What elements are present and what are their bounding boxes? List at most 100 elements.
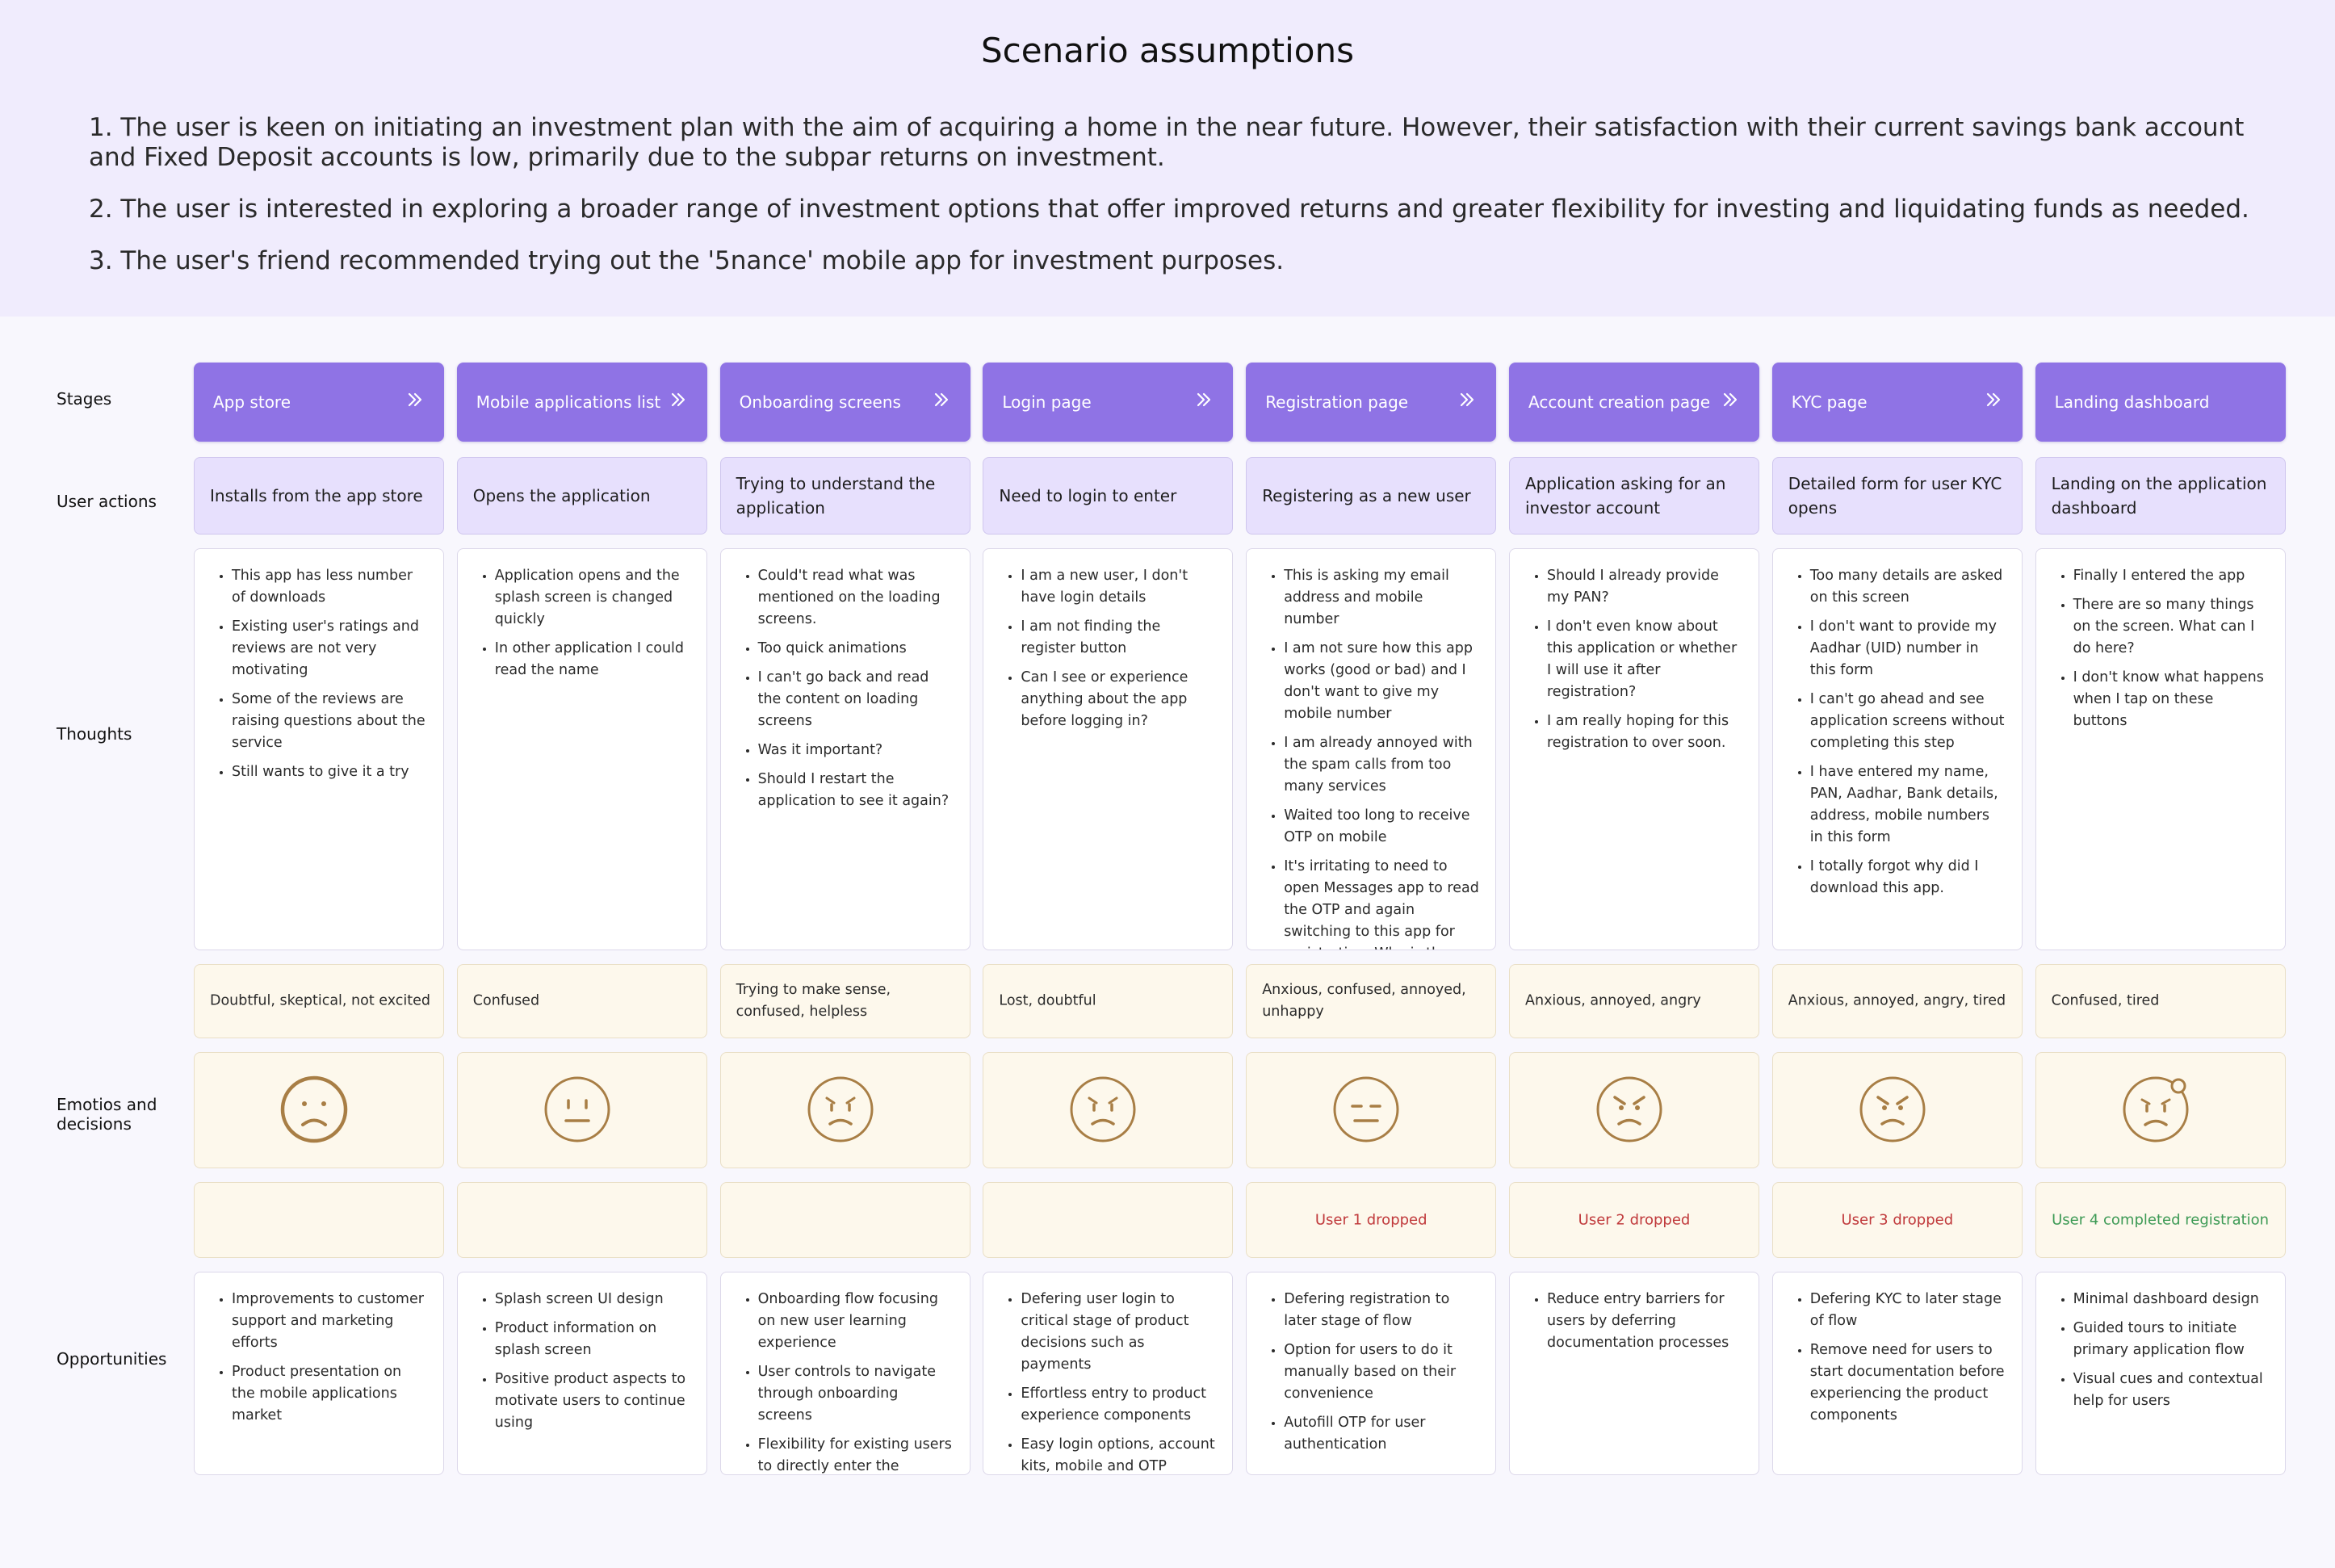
- stage-3[interactable]: Onboarding screens: [719, 363, 970, 442]
- angry-face-icon: [1596, 1076, 1662, 1142]
- thoughts-list: Could't read what was mentioned on the l…: [721, 565, 970, 820]
- list-item: Waited too long to receive OTP on mobile: [1284, 805, 1479, 849]
- scenario-header: Scenario assumptions 1. The user is keen…: [0, 0, 2335, 317]
- list-item: It's irritating to need to open Messages…: [1284, 856, 1479, 950]
- stage-label: Login page: [1002, 392, 1092, 412]
- decision-status-card: User 1 dropped: [1246, 1182, 1497, 1258]
- row-label-thoughts: Thoughts: [57, 724, 132, 744]
- stage-4[interactable]: Login page: [983, 363, 1234, 442]
- thoughts-card: I am a new user, I don't have login deta…: [983, 548, 1234, 950]
- list-item: I don't want to provide my Aadhar (UID) …: [1810, 616, 2006, 681]
- stage-label: KYC page: [1791, 392, 1868, 412]
- list-item: I don't know what happens when I tap on …: [2073, 667, 2269, 732]
- list-item: I am not sure how this app works (good o…: [1284, 638, 1479, 725]
- double-chevron-right-icon: [671, 392, 685, 407]
- thoughts-list: I am a new user, I don't have login deta…: [983, 565, 1232, 740]
- decision-status-card: [983, 1182, 1234, 1258]
- list-item: This app has less number of downloads: [232, 565, 427, 609]
- thoughts-card: Should I already provide my PAN?I don't …: [1509, 548, 1759, 950]
- list-item: Improvements to customer support and mar…: [232, 1289, 427, 1354]
- stage-label: Mobile applications list: [476, 392, 661, 412]
- stage-8[interactable]: Landing dashboard: [2035, 363, 2286, 442]
- list-item: Existing user's ratings and reviews are …: [232, 616, 427, 681]
- list-item: I can't go back and read the content on …: [758, 667, 954, 732]
- emotion-face-card: [719, 1052, 970, 1168]
- user-action-card: Opens the application: [456, 457, 707, 535]
- list-item: Too quick animations: [758, 638, 954, 660]
- stage-label: Onboarding screens: [739, 392, 901, 412]
- assumption-item: 2. The user is interested in exploring a…: [89, 195, 2249, 224]
- stage-label: Account creation page: [1528, 392, 1711, 412]
- list-item: Still wants to give it a try: [232, 761, 427, 783]
- double-chevron-right-icon: [1723, 392, 1738, 407]
- user-action-card: Registering as a new user: [1246, 457, 1497, 535]
- decision-status-text: User 4 completed registration: [2052, 1211, 2270, 1229]
- thoughts-card: Finally I entered the appThere are so ma…: [2035, 548, 2286, 950]
- opportunities-card: Improvements to customer support and mar…: [194, 1272, 444, 1475]
- emotion-card: Trying to make sense, confused, helpless: [719, 964, 970, 1038]
- angry-face-icon: [1859, 1076, 1926, 1142]
- neutral-face-icon: [544, 1076, 610, 1142]
- emotion-text: Doubtful, skeptical, not excited: [210, 992, 430, 1009]
- stage-7[interactable]: KYC page: [1771, 363, 2023, 442]
- thoughts-card: This is asking my email address and mobi…: [1246, 548, 1497, 950]
- list-item: There are so many things on the screen. …: [2073, 594, 2269, 660]
- thoughts-list: Application opens and the splash screen …: [458, 565, 706, 689]
- list-item: I am not finding the register button: [1021, 616, 1216, 660]
- stage-1[interactable]: App store: [194, 363, 444, 442]
- sweat-face-icon: [2123, 1076, 2189, 1142]
- opportunities-card: Defering registration to later stage of …: [1246, 1272, 1497, 1475]
- double-chevron-right-icon: [1461, 392, 1474, 407]
- row-label-emotions: Emotios and decisions: [57, 1095, 157, 1134]
- user-action-text: Installs from the app store: [210, 486, 423, 505]
- assumptions-list: 1. The user is keen on initiating an inv…: [89, 113, 2253, 298]
- sad-face-icon: [280, 1075, 348, 1143]
- user-action-text: Detailed form for user KYC opens: [1788, 474, 2002, 518]
- row-label-stages: Stages: [57, 389, 112, 409]
- decision-status-text: User 2 dropped: [1578, 1211, 1691, 1229]
- user-action-text: Opens the application: [472, 486, 651, 505]
- stage-5[interactable]: Registration page: [1246, 363, 1497, 442]
- list-item: Effortless entry to product experience c…: [1021, 1383, 1216, 1427]
- emotion-face-card: [2035, 1052, 2286, 1168]
- row-label-opportunities: Opportunities: [57, 1349, 167, 1369]
- list-item: Easy login options, account kits, mobile…: [1021, 1434, 1216, 1474]
- list-item: Can I see or experience anything about t…: [1021, 667, 1216, 732]
- list-item: I have entered my name, PAN, Aadhar, Ban…: [1810, 761, 2006, 849]
- opportunities-list: Minimal dashboard designGuided tours to …: [2036, 1289, 2285, 1419]
- user-action-text: Trying to understand the application: [736, 474, 936, 518]
- decision-status-card: [456, 1182, 707, 1258]
- thoughts-list: Should I already provide my PAN?I don't …: [1510, 565, 1759, 761]
- opportunities-card: Defering KYC to later stage of flowRemov…: [1771, 1272, 2023, 1475]
- list-item: Splash screen UI design: [495, 1289, 690, 1310]
- assumption-item: 3. The user's friend recommended trying …: [89, 246, 1285, 275]
- list-item: Guided tours to initiate primary applica…: [2073, 1318, 2269, 1361]
- emotion-face-card: [194, 1052, 444, 1168]
- user-action-card: Detailed form for user KYC opens: [1771, 457, 2023, 535]
- list-item: I totally forgot why did I download this…: [1810, 856, 2006, 899]
- list-item: Finally I entered the app: [2073, 565, 2269, 587]
- list-item: Visual cues and contextual help for user…: [2073, 1369, 2269, 1412]
- stage-6[interactable]: Account creation page: [1509, 363, 1759, 442]
- decision-status-text: User 1 dropped: [1314, 1211, 1427, 1229]
- opportunities-list: Defering user login to critical stage of…: [983, 1289, 1232, 1474]
- list-item: Defering user login to critical stage of…: [1021, 1289, 1216, 1376]
- opportunities-card: Splash screen UI designProduct informati…: [456, 1272, 707, 1475]
- list-item: Reduce entry barriers for users by defer…: [1547, 1289, 1742, 1354]
- emotion-face-card: [1246, 1052, 1497, 1168]
- list-item: Minimal dashboard design: [2073, 1289, 2269, 1310]
- thoughts-list: Too many details are asked on this scree…: [1773, 565, 2022, 907]
- stage-2[interactable]: Mobile applications list: [456, 363, 707, 442]
- list-item: This is asking my email address and mobi…: [1284, 565, 1479, 631]
- emotion-card: Anxious, annoyed, angry, tired: [1771, 964, 2023, 1038]
- opportunities-list: Improvements to customer support and mar…: [195, 1289, 443, 1434]
- emotion-face-card: [983, 1052, 1234, 1168]
- decision-status-card: [194, 1182, 444, 1258]
- emotion-text: Confused, tired: [2051, 992, 2160, 1009]
- thoughts-list: This app has less number of downloadsExi…: [195, 565, 443, 790]
- emotion-card: Confused: [456, 964, 707, 1038]
- list-item: I am already annoyed with the spam calls…: [1284, 732, 1479, 798]
- list-item: Too many details are asked on this scree…: [1810, 565, 2006, 609]
- list-item: Positive product aspects to motivate use…: [495, 1369, 690, 1434]
- opportunities-list: Defering KYC to later stage of flowRemov…: [1773, 1289, 2022, 1434]
